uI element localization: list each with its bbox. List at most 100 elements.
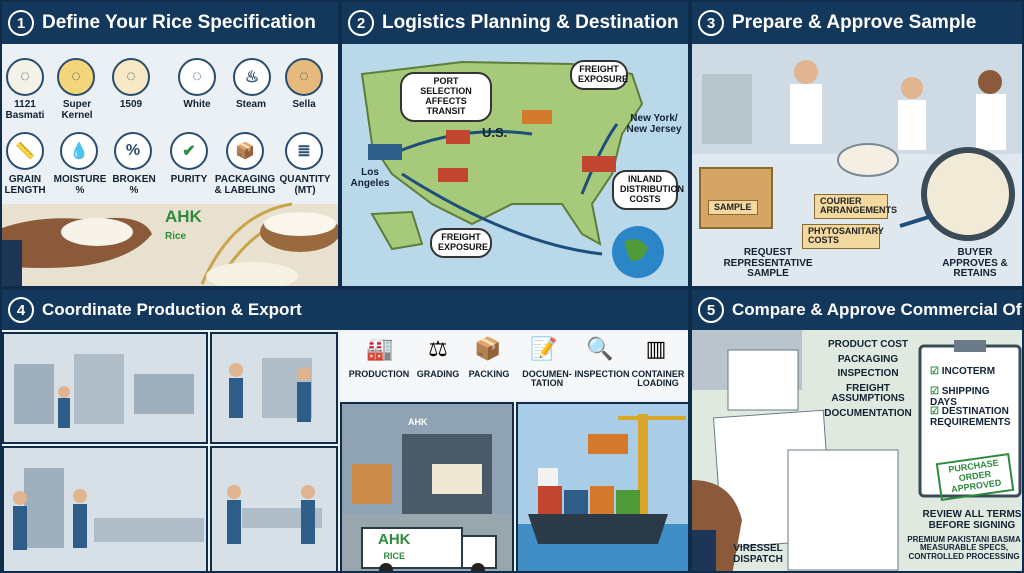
checklist-label: INCOTERM: [941, 366, 996, 377]
rice-type-label: White: [183, 99, 211, 110]
rice-super-kernel-icon: ◌: [57, 58, 95, 96]
truck-brand-sub: RICE: [383, 551, 405, 561]
warehouse-brand: AHK: [408, 417, 428, 427]
step-number: 1: [8, 10, 34, 36]
panel-rice-specification: 1 Define Your Rice Specification ◌ ◌ ◌ ◌…: [0, 0, 340, 288]
cost-item: DOCUMENTATION: [824, 407, 912, 419]
brand-sub: Rice: [165, 231, 187, 242]
rice-type-label: Sella: [292, 99, 316, 110]
city-west-label: Los Angeles: [350, 167, 390, 189]
inspection-magnifier-icon: 🔍: [586, 336, 614, 361]
truck-brand-name: AHK: [378, 531, 411, 548]
packing-box-icon: 📦: [474, 336, 502, 361]
ahk-brand-logo: AHK Rice: [165, 208, 202, 242]
rice-type-label: Super Kernel: [61, 99, 93, 121]
sample-box-label: SAMPLE: [708, 200, 758, 216]
warehouse-scene: AHK AHK RICE: [340, 402, 514, 571]
city-east-label: New York/ New Jersey: [626, 113, 682, 135]
freight-exposure-top-bubble: FREIGHT EXPOSURE: [570, 60, 628, 90]
checklist-label: DESTINATION REQUIREMENTS: [930, 406, 1011, 428]
criteria-label: GRAIN LENGTH: [4, 174, 46, 196]
cost-items-list: PRODUCT COST PACKAGING INSPECTION FREIGH…: [822, 339, 914, 419]
step-label: CONTAINER LOADING: [631, 369, 685, 389]
checkbox-icon: ☑: [930, 386, 942, 397]
documentation-icon: 📝: [530, 336, 558, 361]
water-drop-icon: 💧: [60, 132, 98, 170]
step-label: PACKING: [468, 369, 510, 379]
panel-header: 1 Define Your Rice Specification: [2, 2, 338, 44]
request-sample-label: REQUEST REPRESENTATIVE SAMPLE: [723, 247, 813, 279]
factory-machinery-illustration: [14, 354, 194, 428]
step-number: 5: [698, 297, 724, 323]
factory-scene-3: [2, 446, 208, 571]
step-label: INSPECTION: [574, 369, 630, 379]
panel-title: Coordinate Production & Export: [42, 300, 302, 319]
offer-documents-illustration: [692, 330, 1022, 571]
country-label: U.S.: [482, 125, 508, 140]
panel-header: 4 Coordinate Production & Export: [2, 290, 688, 330]
cost-item: PACKAGING: [837, 353, 899, 365]
rice-type-label: 1509: [119, 99, 143, 110]
criteria-label: QUANTITY (MT): [279, 174, 331, 196]
panel-production: 4 Coordinate Production & Export: [0, 288, 690, 573]
panel-sample: 3 Prepare & Approve Sample SAMPLE COURIE…: [690, 0, 1024, 288]
checklist-item: ☑ INCOTERM: [930, 366, 1016, 377]
criteria-label: PURITY: [170, 174, 208, 185]
dispatch-label: VIRESSEL DISPATCH: [733, 543, 783, 565]
criteria-label: BROKEN %: [112, 174, 156, 196]
step-number: 3: [698, 10, 724, 36]
panel-body: PRODUCT COST PACKAGING INSPECTION FREIGH…: [692, 330, 1022, 571]
rice-steam-icon: ♨: [233, 58, 271, 96]
panel-header: 3 Prepare & Approve Sample: [692, 2, 1022, 44]
freight-exposure-bottom-bubble: FREIGHT EXPOSURE: [430, 228, 492, 258]
sorting-table-illustration: [227, 485, 322, 544]
panel-title: Define Your Rice Specification: [42, 12, 316, 33]
phyto-tag: PHYTOSANITARY COSTS: [802, 224, 884, 249]
check-icon: ✔: [170, 132, 208, 170]
panel-logistics: 2 Logistics Planning & Destination U.S. …: [340, 0, 690, 288]
step-label: GRADING: [416, 369, 460, 379]
panel-title: Prepare & Approve Sample: [732, 12, 977, 33]
cost-item: INSPECTION: [837, 368, 899, 379]
ruler-icon: 📏: [6, 132, 44, 170]
stack-icon: ≣: [285, 132, 323, 170]
cost-item: PRODUCT COST: [828, 339, 908, 350]
rice-sella-icon: ◌: [285, 58, 323, 96]
tagline-label: PREMIUM PAKISTANI BASMA MEASURABLE SPECS…: [907, 535, 1021, 561]
panel-title: Logistics Planning & Destination: [382, 12, 679, 33]
rice-1121-icon: ◌: [6, 58, 44, 96]
container-ship-illustration: [518, 414, 688, 571]
panel-title: Compare & Approve Commercial Offer: [732, 300, 1024, 319]
us-map-illustration: [360, 60, 664, 278]
port-selection-bubble: PORT SELECTION AFFECTS TRANSIT: [400, 72, 492, 122]
lab-illustration: [692, 44, 1022, 241]
buyer-approves-label: BUYER APPROVES & RETAINS: [942, 247, 1008, 279]
container-icon: ▥: [645, 336, 667, 361]
panel-header: 5 Compare & Approve Commercial Offer: [692, 290, 1022, 330]
warehouse-truck-illustration: [342, 404, 512, 571]
truck-brand-logo: AHK RICE: [378, 532, 411, 562]
package-icon: 📦: [226, 132, 264, 170]
factory-scene-2: [210, 332, 338, 444]
rice-type-label: Steam: [235, 99, 266, 110]
checklist-item: ☑ DESTINATION REQUIREMENTS: [930, 406, 1016, 428]
panel-body: U.S. Los Angeles New York/ New Jersey PO…: [342, 44, 688, 286]
criteria-label: PACKAGING & LABELING: [214, 174, 276, 196]
panel-commercial-offer: 5 Compare & Approve Commercial Offer PRO…: [690, 288, 1024, 573]
step-number: 4: [8, 297, 34, 323]
production-icon: 🏭: [366, 336, 394, 361]
grading-scale-icon: ⚖: [428, 336, 448, 361]
factory-scene-4: [210, 446, 338, 571]
criteria-label: MOISTURE %: [53, 174, 107, 196]
cost-item: FREIGHT ASSUMPTIONS: [831, 382, 905, 404]
rice-type-label: 1121 Basmati: [5, 99, 45, 121]
step-label: PRODUCTION: [348, 369, 410, 379]
checklist-item: ☑ SHIPPING DAYS: [930, 386, 1016, 408]
review-terms-label: REVIEW ALL TERMS BEFORE SIGNING: [922, 509, 1022, 531]
factory-scene-1: [2, 332, 208, 444]
rice-1509-icon: ◌: [112, 58, 150, 96]
inland-costs-bubble: INLAND DISTRIBUTION COSTS: [612, 170, 684, 210]
courier-tag: COURIER ARRANGEMENTS: [814, 194, 897, 219]
workers-inspection-illustration: [229, 358, 312, 422]
process-steps: 🏭 ⚖ 📦 📝 🔍 ▥ PRODUCTION GRADING PACKING D…: [340, 332, 688, 400]
